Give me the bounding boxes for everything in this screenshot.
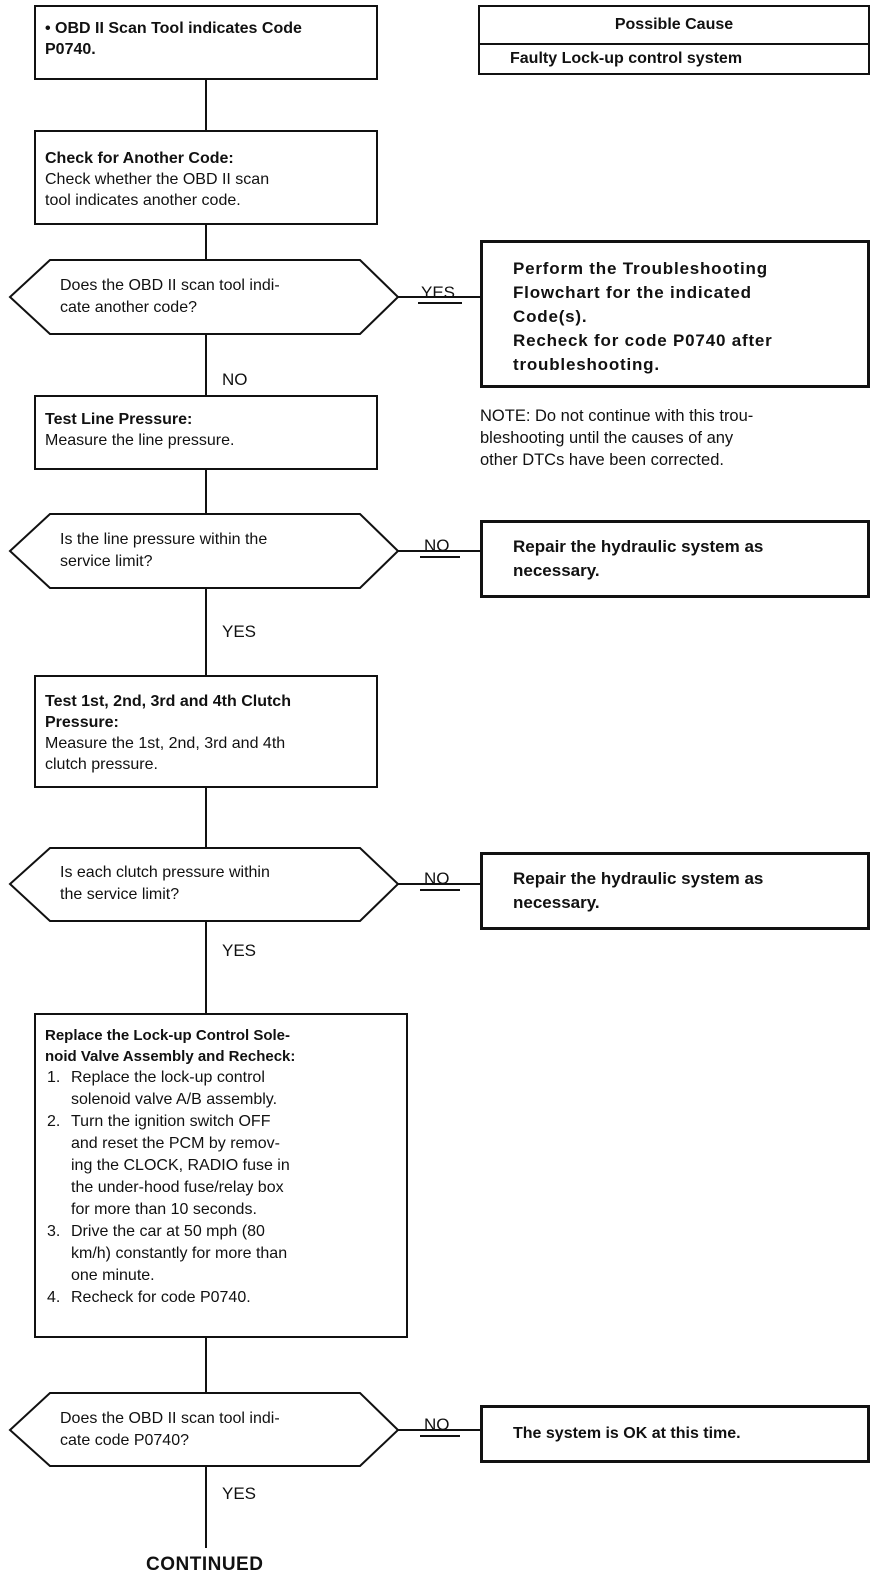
- check-code-body: Check whether the OBD II scan tool indic…: [45, 171, 270, 209]
- yes-label-2: YES: [222, 622, 257, 641]
- replace-step-4: 4.Recheck for code P0740.: [47, 1289, 251, 1306]
- decision-1-text: Does the OBD II scan tool indi- cate ano…: [60, 277, 280, 316]
- replace-solenoid-box: Replace the Lock-up Control Sole- noid V…: [34, 1013, 408, 1338]
- no-label-2: NO: [424, 536, 450, 555]
- repair-2-text: Repair the hydraulic system as necessary…: [513, 869, 764, 912]
- note-text: NOTE: Do not continue with this trou- bl…: [480, 407, 754, 469]
- replace-steps: 1.Replace the lock-up control solenoid v…: [45, 1067, 406, 1309]
- perform-text: Perform the Troubleshooting Flowchart fo…: [513, 259, 773, 374]
- no-label-4: NO: [424, 1415, 450, 1434]
- start-text: • OBD II Scan Tool indicates Code P0740.: [45, 20, 302, 58]
- line-pressure-title: Test Line Pressure:: [45, 411, 193, 428]
- clutch-pressure-box: Test 1st, 2nd, 3rd and 4th Clutch Pressu…: [34, 675, 378, 788]
- repair-hydraulic-box-1: Repair the hydraulic system as necessary…: [480, 520, 870, 598]
- decision-4-text: Does the OBD II scan tool indi- cate cod…: [60, 1410, 280, 1449]
- line-pressure-body: Measure the line pressure.: [45, 432, 235, 449]
- possible-cause-value: Faulty Lock-up control system: [510, 50, 743, 67]
- possible-cause-table: Possible Cause Faulty Lock-up control sy…: [478, 5, 870, 75]
- perform-troubleshooting-box: Perform the Troubleshooting Flowchart fo…: [480, 240, 870, 388]
- system-ok-box: The system is OK at this time.: [480, 1405, 870, 1463]
- yes-label-4: YES: [222, 1484, 257, 1503]
- decision-3-text: Is each clutch pressure within the servi…: [60, 864, 270, 903]
- decision-2-text: Is the line pressure within the service …: [60, 531, 268, 570]
- clutch-body: Measure the 1st, 2nd, 3rd and 4th clutch…: [45, 735, 286, 773]
- replace-title: Replace the Lock-up Control Sole- noid V…: [45, 1027, 296, 1065]
- possible-cause-header: Possible Cause: [480, 7, 868, 45]
- decision-diamond-4: [8, 1392, 400, 1467]
- yes-label-1: YES: [421, 283, 456, 302]
- decision-diamond-1: [8, 259, 400, 335]
- check-code-title: Check for Another Code:: [45, 150, 234, 167]
- replace-step-3: 3.Drive the car at 50 mph (80 km/h) cons…: [47, 1223, 288, 1284]
- check-code-box: Check for Another Code: Check whether th…: [34, 130, 378, 225]
- replace-step-2: 2.Turn the ignition switch OFF and reset…: [47, 1113, 290, 1218]
- clutch-title: Test 1st, 2nd, 3rd and 4th Clutch Pressu…: [45, 693, 291, 731]
- no-label-1: NO: [222, 370, 248, 389]
- continued-label: CONTINUED: [146, 1554, 264, 1575]
- line-pressure-box: Test Line Pressure: Measure the line pre…: [34, 395, 378, 470]
- decision-diamond-2: [8, 513, 400, 589]
- decision-diamond-3: [8, 847, 400, 922]
- system-ok-text: The system is OK at this time.: [513, 1425, 741, 1442]
- start-box: • OBD II Scan Tool indicates Code P0740.: [34, 5, 378, 80]
- repair-hydraulic-box-2: Repair the hydraulic system as necessary…: [480, 852, 870, 930]
- no-label-3: NO: [424, 869, 450, 888]
- yes-label-3: YES: [222, 941, 257, 960]
- replace-step-1: 1.Replace the lock-up control solenoid v…: [47, 1069, 278, 1108]
- repair-1-text: Repair the hydraulic system as necessary…: [513, 537, 764, 580]
